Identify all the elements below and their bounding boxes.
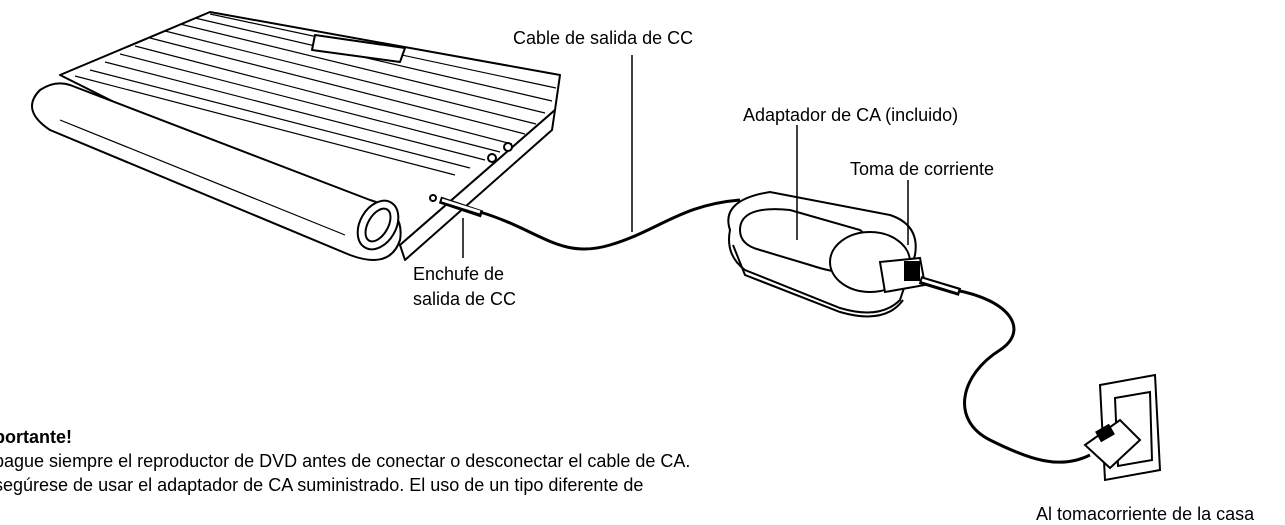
label-dc-plug-line1: Enchufe de (413, 264, 505, 284)
leader-lines (462, 55, 909, 258)
notes-line-2: segúrese de usar el adaptador de CA sumi… (0, 475, 644, 495)
notes-line-1: pague siempre el reproductor de DVD ante… (0, 451, 691, 471)
label-dc-plug-line2: salida de CC (413, 289, 517, 309)
wall-outlet (1083, 373, 1162, 482)
label-ac-adapter: Adaptador de CA (incluido) (743, 105, 959, 125)
notes-heading: portante! (0, 427, 72, 447)
label-dc-cable: Cable de salida de CC (513, 28, 694, 48)
label-wall-outlet: Al tomacorriente de la casa (1036, 504, 1255, 524)
label-power-jack: Toma de corriente (850, 159, 995, 179)
dc-cable (438, 196, 741, 251)
important-notes: portante! pague siempre el reproductor d… (0, 425, 690, 497)
ac-adapter (727, 190, 927, 318)
dvd-player (31, 11, 561, 261)
ac-cable (918, 276, 1091, 464)
